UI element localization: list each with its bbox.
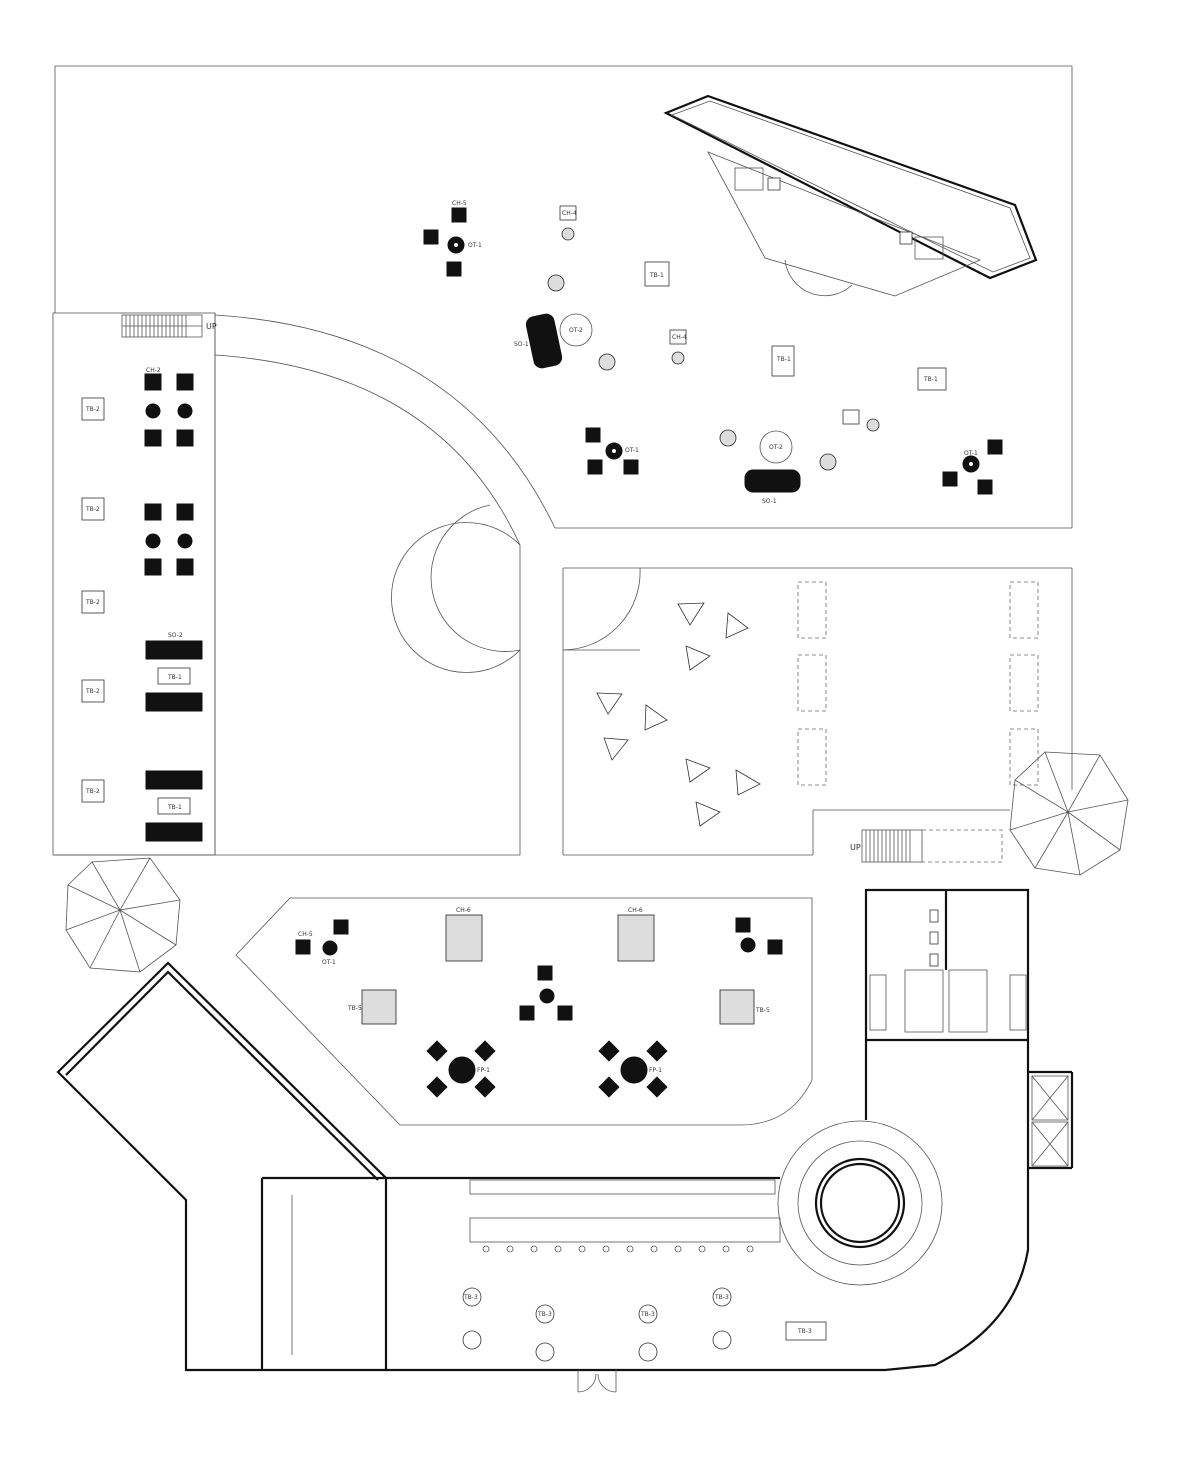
interior-dining[interactable]: TB-3 TB-3 TB-3 TB-3 TB-3 xyxy=(462,1245,827,1362)
label-ch4-b: CH-4 xyxy=(672,334,687,341)
label-tb3-a: TB-3 xyxy=(463,1294,478,1301)
stair-up-label: UP xyxy=(206,322,217,331)
label-tb3-d: TB-3 xyxy=(714,1294,729,1301)
stair-up-label-right: UP xyxy=(850,843,861,852)
label-tb2-a: TB-2 xyxy=(85,406,100,413)
label-tb1-e: TB-1 xyxy=(167,804,182,811)
label-ot1-a: OT-1 xyxy=(468,242,482,249)
label-so1-b: SO-1 xyxy=(762,498,777,505)
label-tb1-a: TB-1 xyxy=(649,272,664,279)
tree-right xyxy=(1009,751,1129,876)
label-ch2-a: CH-2 xyxy=(146,367,161,374)
label-ot1-c: OT-1 xyxy=(964,450,978,457)
small-chairs-ch4[interactable]: CH-4 CH-4 xyxy=(547,205,880,471)
sofa-set-1[interactable]: OT-2 SO-1 xyxy=(514,313,593,370)
label-tb5-a: TB-5 xyxy=(347,1005,362,1012)
parking-spaces xyxy=(563,581,1039,856)
lounge-cluster-top-left[interactable]: CH-5 OT-1 xyxy=(423,200,482,277)
label-ch4-a: CH-4 xyxy=(562,210,577,217)
label-ch5-b: CH-5 xyxy=(298,931,313,938)
stair-right[interactable]: UP xyxy=(850,829,1003,863)
label-tb2-b: TB-2 xyxy=(85,506,100,513)
rotunda xyxy=(777,1120,943,1286)
label-tb1-b: TB-1 xyxy=(776,356,791,363)
left-terrace xyxy=(52,312,520,856)
label-ch5-a: CH-5 xyxy=(452,200,467,207)
label-ot1-b: OT-1 xyxy=(625,447,639,454)
label-tb3-e: TB-3 xyxy=(797,1328,812,1335)
label-fp1-a: FP-1 xyxy=(477,1067,490,1074)
label-tb1-c: TB-1 xyxy=(923,376,938,383)
lounge-cluster-mid[interactable]: OT-1 xyxy=(585,427,639,475)
courtyard-furniture[interactable]: CH-5 OT-1 CH-6 CH-6 TB-5 TB-5 FP-1 FP-1 xyxy=(295,907,783,1098)
dining-set-tb1[interactable]: TB-1 TB-1 TB-1 xyxy=(644,261,947,391)
courtyard xyxy=(235,897,813,1126)
restrooms xyxy=(866,890,1028,1042)
label-tb3-c: TB-3 xyxy=(640,1311,655,1318)
building-walls xyxy=(56,888,1074,1372)
curved-pathway xyxy=(214,314,1072,855)
triangle-chair-area[interactable] xyxy=(596,602,761,827)
label-ot2-a: OT-2 xyxy=(569,327,583,334)
label-so2-a: SO-2 xyxy=(168,632,183,639)
label-tb2-e: TB-2 xyxy=(85,788,100,795)
label-tb2-c: TB-2 xyxy=(85,599,100,606)
stair-top[interactable]: UP xyxy=(121,314,217,338)
tree-left xyxy=(65,857,181,973)
site-boundary xyxy=(54,65,1073,790)
terrace-furniture[interactable]: TB-2 TB-2 TB-2 TB-2 TB-2 CH-2 SO-2 TB-1 … xyxy=(81,367,203,842)
label-ch6-b: CH-6 xyxy=(628,907,643,914)
entrance-door[interactable] xyxy=(577,1370,617,1393)
label-ot2-b: OT-2 xyxy=(769,444,783,451)
label-tb3-b: TB-3 xyxy=(537,1311,552,1318)
outdoor-bar xyxy=(663,94,1038,297)
sofa-set-2[interactable]: OT-2 SO-1 xyxy=(744,430,801,505)
label-ch6-a: CH-6 xyxy=(456,907,471,914)
label-so1-a: SO-1 xyxy=(514,341,529,348)
label-tb2-d: TB-2 xyxy=(85,688,100,695)
lounge-cluster-right[interactable]: OT-1 xyxy=(942,439,1003,495)
label-tb5-b: TB-5 xyxy=(755,1007,770,1014)
label-fp1-b: FP-1 xyxy=(649,1067,662,1074)
label-tb1-d: TB-1 xyxy=(167,674,182,681)
label-ot1-d: OT-1 xyxy=(322,959,336,966)
